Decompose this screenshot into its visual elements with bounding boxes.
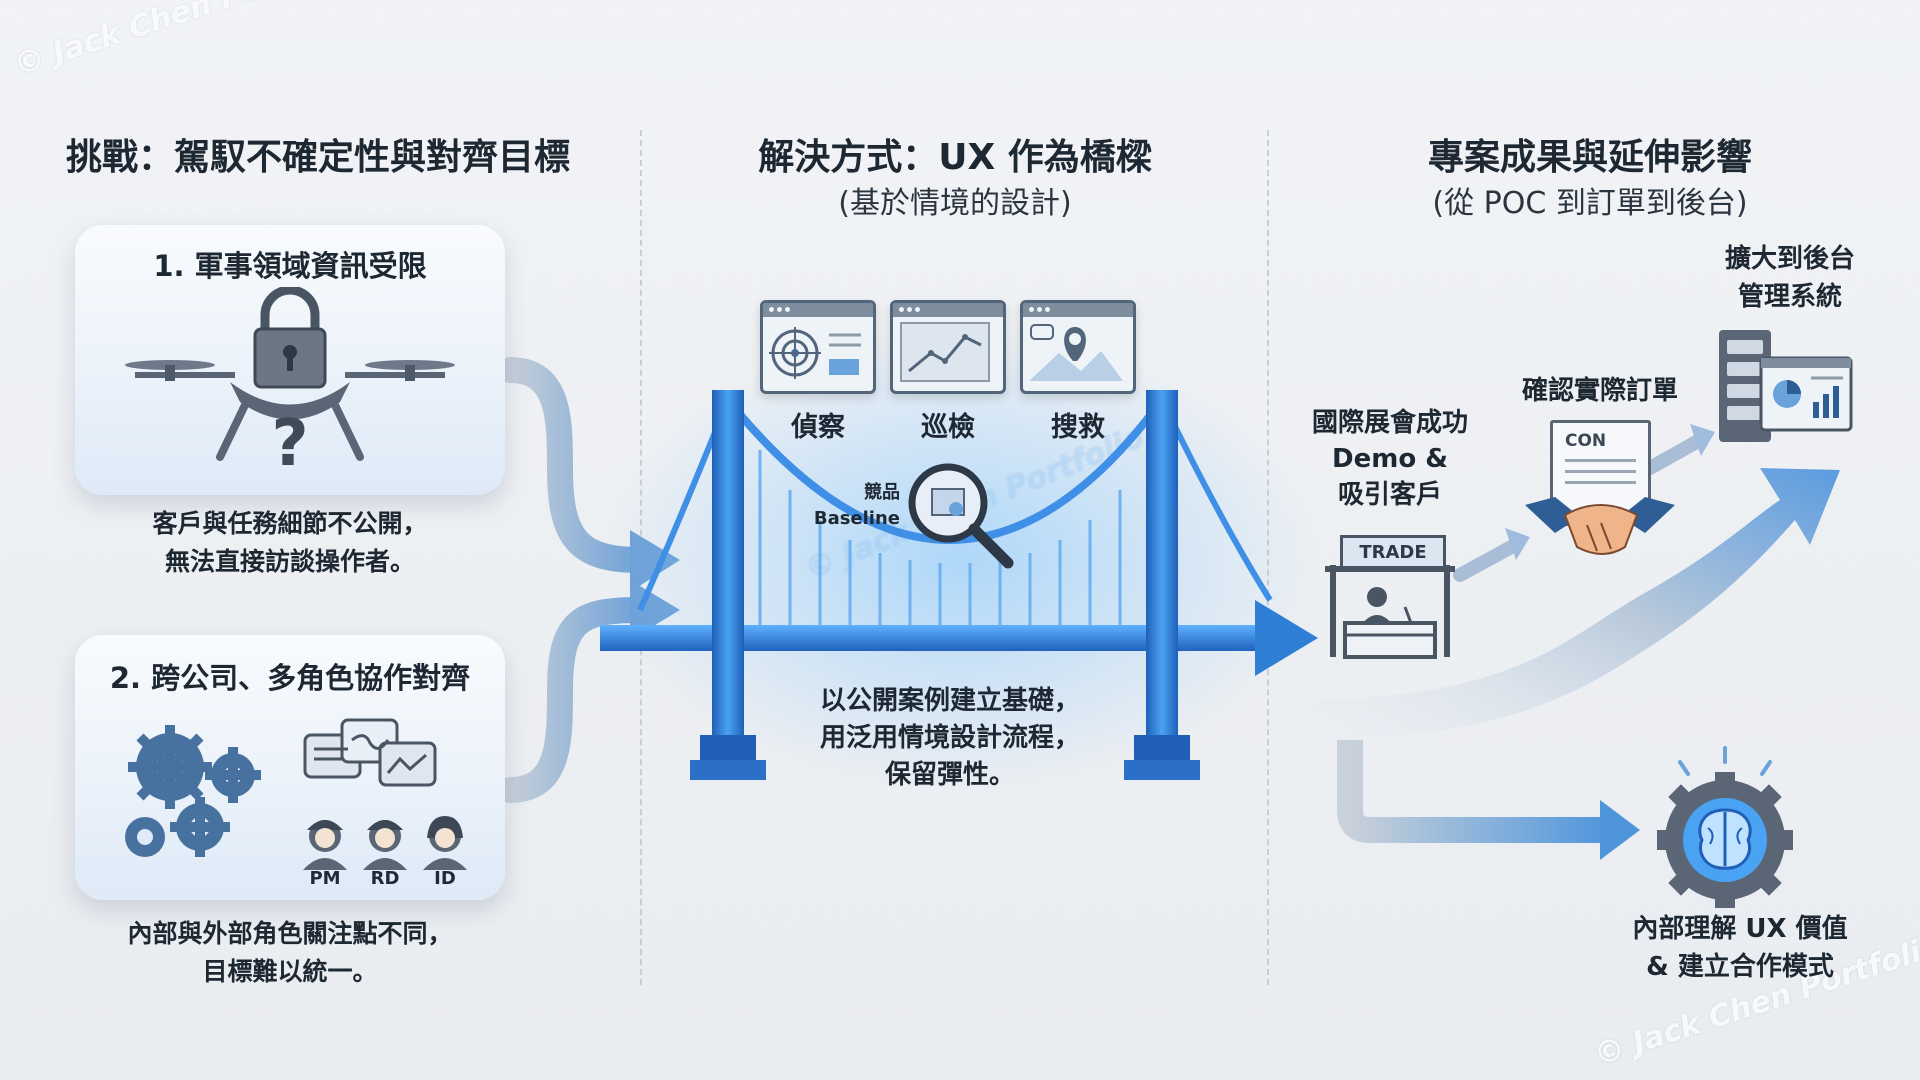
competitor-label: 競品: [864, 482, 900, 503]
handshake-icon: [1525, 497, 1675, 555]
scenario-window-recon: [760, 300, 876, 394]
chat-bubbles-icon: [303, 718, 437, 787]
target-icon: [769, 327, 861, 379]
svg-text:?: ?: [271, 407, 308, 481]
middle-desc-line1: 以公開案例建立基礎，: [819, 686, 1080, 716]
gears-icon: [125, 725, 261, 857]
baseline-label: Baseline: [813, 508, 900, 529]
scenario-label-recon: 偵察: [791, 412, 845, 443]
left-heading: 挑戰：駕馭不確定性與對齊目標: [66, 137, 571, 178]
brain-gear-icon: [1657, 746, 1793, 908]
card-cross-company: 2. 跨公司、多角色協作對齊: [75, 635, 505, 900]
card2-description: 內部與外部角色關注點不同， 目標難以統一。: [75, 915, 505, 991]
line-chart-icon: [900, 322, 990, 382]
middle-desc-line2: 用泛用情境設計流程，: [819, 723, 1080, 753]
drone-lock-icon: ?: [125, 287, 455, 481]
card2-title: 2. 跨公司、多角色協作對齊: [109, 661, 471, 695]
scenario-window-rescue: [1020, 300, 1136, 394]
step3-line1: 擴大到後台: [1724, 244, 1855, 274]
card2-desc-line1: 內部與外部角色關注點不同，: [127, 919, 453, 948]
server-dashboard-icon: [1719, 330, 1853, 442]
contract-doc-label: CON: [1565, 431, 1607, 451]
card1-desc-line1: 客戶與任務細節不公開，: [152, 509, 428, 538]
middle-subheading: (基於情境的設計): [838, 186, 1072, 221]
role-pm: PM: [309, 868, 341, 889]
step1-line1: 國際展會成功: [1311, 408, 1468, 438]
contract-handshake: CON: [1525, 415, 1675, 565]
scenario-label-inspection: 巡檢: [921, 412, 975, 443]
map-pin-icon: [1029, 324, 1123, 381]
right-subheading: (從 POC 到訂單到後台): [1432, 186, 1748, 221]
middle-desc-line3: 保留彈性。: [884, 760, 1015, 790]
card1-description: 客戶與任務細節不公開， 無法直接訪談操作者。: [75, 505, 505, 581]
card1-desc-line2: 無法直接訪談操作者。: [164, 547, 415, 576]
competitor-baseline-label: 競品 Baseline: [800, 480, 900, 532]
trade-booth-icon: TRADE: [1325, 535, 1455, 660]
scenario-label-rescue: 搜救: [1051, 412, 1105, 443]
magnifier-icon: [908, 463, 1014, 569]
role-rd: RD: [370, 868, 400, 889]
step-confirm-order: 確認實際訂單: [1521, 376, 1678, 406]
step-backend: 擴大到後台 管理系統: [1690, 240, 1890, 316]
booth-icon: [1325, 565, 1455, 659]
right-heading: 專案成果與延伸影響: [1427, 137, 1752, 178]
card1-title: 1. 軍事領域資訊受限: [153, 249, 427, 283]
worker-avatars-icon: [303, 816, 467, 870]
role-avatars: PM RD ID: [285, 810, 485, 895]
role-id: ID: [434, 868, 456, 889]
step4-line1: 內部理解 UX 價值: [1632, 914, 1848, 944]
step1-line2: Demo &: [1332, 444, 1448, 474]
step-internal-value: 內部理解 UX 價值 & 建立合作模式: [1600, 910, 1880, 986]
step3-line2: 管理系統: [1737, 282, 1842, 312]
step-trade-show: 國際展會成功 Demo & 吸引客戶: [1300, 405, 1480, 513]
card-military-info: 1. 軍事領域資訊受限 ?: [75, 225, 505, 495]
scenario-window-inspection: [890, 300, 1006, 394]
middle-description: 以公開案例建立基礎， 用泛用情境設計流程， 保留彈性。: [760, 683, 1140, 794]
card2-desc-line2: 目標難以統一。: [202, 957, 378, 986]
step1-line3: 吸引客戶: [1337, 480, 1442, 510]
middle-heading: 解決方式：UX 作為橋樑: [758, 137, 1152, 178]
step4-line2: & 建立合作模式: [1646, 952, 1834, 982]
